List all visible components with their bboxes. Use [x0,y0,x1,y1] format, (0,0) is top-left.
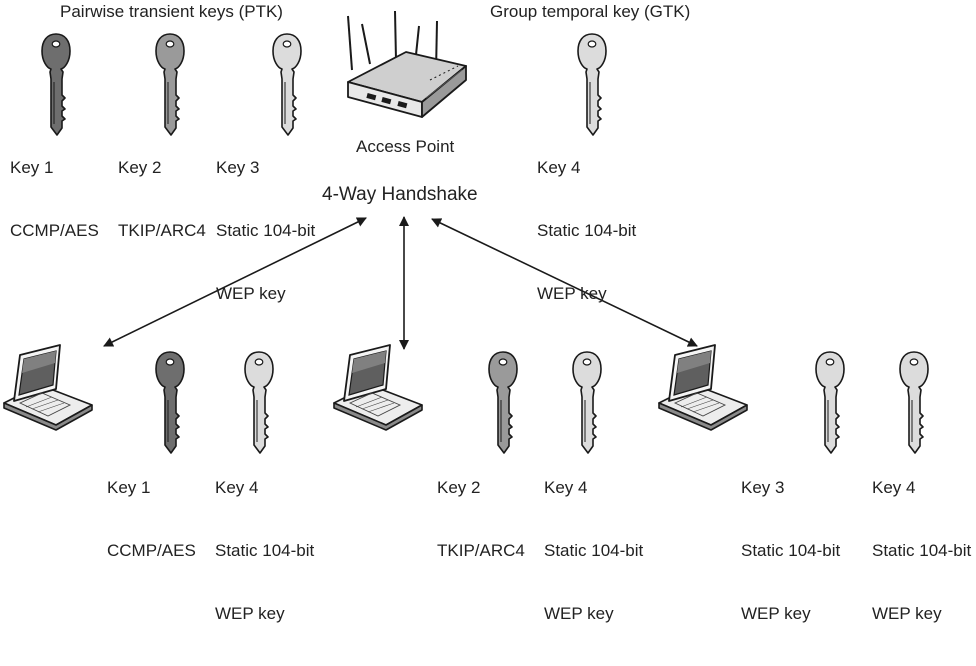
wpa-key-diagram: Pairwise transient keys (PTK) Group temp… [3,2,971,623]
handshake-arrow-client-3 [431,218,698,347]
client-laptop-icon [658,344,748,431]
top-key-label: Key 2 TKIP/ARC4 [118,158,206,240]
handshake-arrow-client-1 [103,217,367,347]
client-laptop-icon [333,344,423,431]
client-key-label: Key 4 Static 104-bit WEP key [544,478,644,623]
client-key-label: Key 2 TKIP/ARC4 [437,478,525,560]
top-key-label: Key 1 CCMP/AES [10,158,99,240]
client-laptop-icon [3,344,93,431]
gtk-header: Group temporal key (GTK) [490,2,691,21]
diagram-canvas [3,10,929,454]
client-key-label: Key 4 Static 104-bit WEP key [872,478,972,623]
top-key-label: Key 4 Static 104-bit WEP key [537,158,637,303]
access-point-icon [347,10,467,118]
ptk-header: Pairwise transient keys (PTK) [60,2,283,21]
client-key-label: Key 3 Static 104-bit WEP key [741,478,841,623]
access-point-label: Access Point [356,137,455,156]
client-key-label: Key 1 CCMP/AES [107,478,196,560]
handshake-label: 4-Way Handshake [322,184,478,205]
client-key-label: Key 4 Static 104-bit WEP key [215,478,315,623]
top-key-label: Key 3 Static 104-bit WEP key [216,158,316,303]
